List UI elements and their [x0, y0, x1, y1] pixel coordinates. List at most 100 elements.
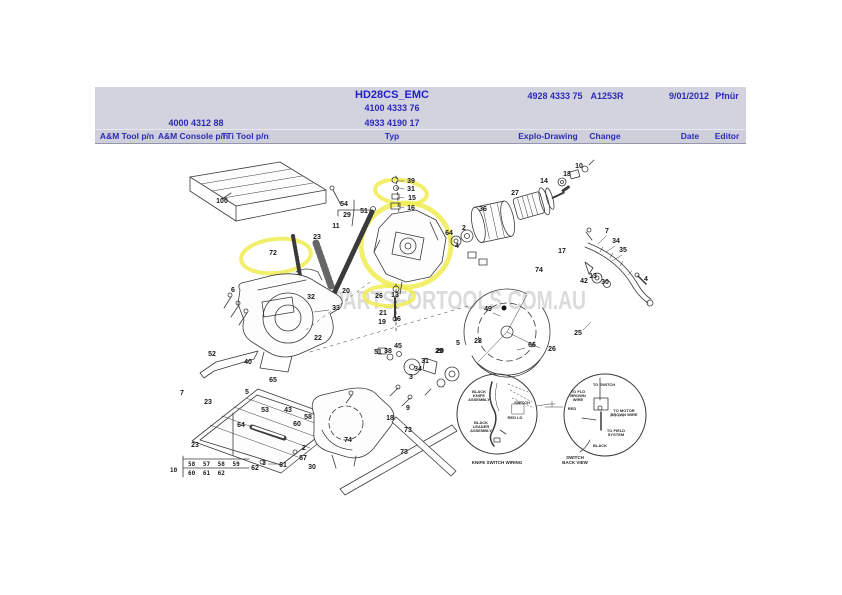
part-number-label: 64: [445, 230, 453, 237]
riving-knife: [199, 350, 259, 379]
part-number-label: 9: [406, 405, 410, 412]
svg-text:BROWN WIRE: BROWN WIRE: [610, 412, 637, 417]
base-plate-top: [189, 161, 327, 222]
part-number-label: 74: [344, 437, 352, 444]
part-number-label: 3: [409, 374, 413, 381]
mini-table-row-label: 10: [170, 467, 178, 474]
svg-text:ASSEMBLY: ASSEMBLY: [468, 397, 490, 402]
part-number-label: 13: [391, 292, 399, 299]
part-number-label: 18: [563, 171, 571, 178]
part-number-label: 28: [474, 338, 482, 345]
part-number-label: 21: [379, 310, 387, 317]
part-number-label: 4: [455, 243, 459, 250]
part-number-label: 29: [343, 212, 351, 219]
part-number-label: 20: [436, 348, 444, 355]
lower-guard: [311, 384, 413, 469]
detail-right-caption-2: BACK VIEW: [562, 460, 589, 465]
col-editor: Editor: [714, 131, 740, 141]
part-number-label: 13: [589, 273, 597, 280]
svg-text:RED: RED: [568, 406, 577, 411]
part-number-label: 60: [293, 421, 301, 428]
part-number-label: 16: [407, 205, 415, 212]
part-number-label: 26: [375, 293, 383, 300]
col-am-console-pn: A&M Console p/n: [157, 131, 229, 141]
part-number-label: 36: [479, 206, 487, 213]
bearing-parts: [557, 159, 595, 187]
editor-name: Pfnür: [715, 91, 739, 101]
part-number-label: 16: [393, 316, 401, 323]
part-number-label: 52: [208, 351, 216, 358]
svg-text:TO FIELD: TO FIELD: [607, 428, 625, 433]
typ-number-3: 4933 4190 17: [364, 118, 420, 128]
col-change: Change: [589, 131, 621, 141]
svg-text:SYSTEM: SYSTEM: [608, 432, 625, 437]
svg-text:BLACK: BLACK: [593, 443, 607, 448]
part-number-label: 34: [612, 238, 620, 245]
label-bracket: [337, 199, 371, 227]
part-number-label: 74: [535, 267, 543, 274]
part-number-label: 20: [342, 288, 350, 295]
svg-text:BLACK: BLACK: [474, 420, 488, 425]
part-number-label: 26: [548, 346, 556, 353]
part-number-label: 45: [394, 343, 402, 350]
guard-lever: [582, 227, 654, 331]
part-number-label: 32: [307, 294, 315, 301]
date-value: 9/01/2012: [668, 91, 710, 101]
change-code: A1253R: [590, 91, 624, 101]
highlight-ellipse-72: [239, 236, 313, 276]
part-number-label: 18: [386, 415, 394, 422]
part-number-label: 5: [245, 389, 249, 396]
part-number-label: 51: [374, 349, 382, 356]
detail-right-texts: TO FLD BROWN WIRE RED TO SWITCH TO MOTOR…: [562, 382, 638, 465]
part-number-label: 27: [511, 190, 519, 197]
detail-right-caption-1: SWITCH: [566, 455, 584, 460]
part-number-label: 3: [262, 460, 266, 467]
part-number-label: 5: [456, 340, 460, 347]
part-number-label: 17: [558, 248, 566, 255]
screw-stack: [390, 175, 405, 215]
part-number-label: 62: [251, 465, 259, 472]
svg-text:LEADER: LEADER: [473, 424, 490, 429]
part-number-label: 14: [540, 178, 548, 185]
part-number-label: 23: [191, 442, 199, 449]
explo-drawing-number: 4928 4333 75: [527, 91, 583, 101]
part-number-label: 51: [360, 208, 368, 215]
mini-table-row-2: 60 61 62: [188, 470, 225, 477]
part-number-label: 11: [332, 223, 340, 230]
svg-text:TO MOTOR: TO MOTOR: [613, 408, 635, 413]
part-number-label: 2: [462, 225, 466, 232]
mini-table-texts: 10 58 57 58 59 60 61 62: [170, 461, 240, 477]
part-number-label: 53: [261, 407, 269, 414]
column-header-row: A&M Tool p/n A&M Console p/n TTi Tool p/…: [95, 129, 746, 144]
part-number-label: 64: [237, 422, 245, 429]
part-number-label: 10: [575, 163, 583, 170]
part-number-label: 15: [408, 195, 416, 202]
part-number-label: 54: [340, 201, 348, 208]
part-number-label: 19: [378, 319, 386, 326]
detail-left-caption: KNIFE SWITCH WIRING: [472, 460, 523, 465]
part-number-label: 6: [231, 287, 235, 294]
part-number-label: 31: [421, 358, 429, 365]
svg-text:KNIFE: KNIFE: [473, 393, 485, 398]
part-number-label: 40: [244, 359, 252, 366]
part-number-label: 65: [269, 377, 277, 384]
motor-housing: [223, 268, 343, 373]
part-number-label: 39: [407, 178, 415, 185]
part-number-label: 34: [414, 366, 422, 373]
mini-table-row-1: 58 57 58 59: [188, 461, 240, 468]
svg-text:SWITCH: SWITCH: [514, 400, 530, 405]
fastener-column: [377, 283, 438, 376]
svg-text:WIRE: WIRE: [573, 397, 584, 402]
part-number-label: 29: [435, 348, 443, 355]
detail-circle-switch-back: [544, 373, 647, 457]
field-coil: [470, 200, 516, 243]
col-explo-drawing: Explo-Drawing: [518, 131, 578, 141]
part-number-label: 66: [528, 342, 536, 349]
part-number-label: 2: [302, 445, 306, 452]
highlight-ellipse-26-13: [362, 284, 416, 308]
part-number-label: 25: [574, 330, 582, 337]
rip-fence: [339, 416, 458, 496]
svg-text:ASSEMBLY: ASSEMBLY: [470, 428, 492, 433]
detail-left-texts: BLACK KNIFE ASSEMBLY SWITCH RED LD BLACK…: [468, 389, 530, 465]
